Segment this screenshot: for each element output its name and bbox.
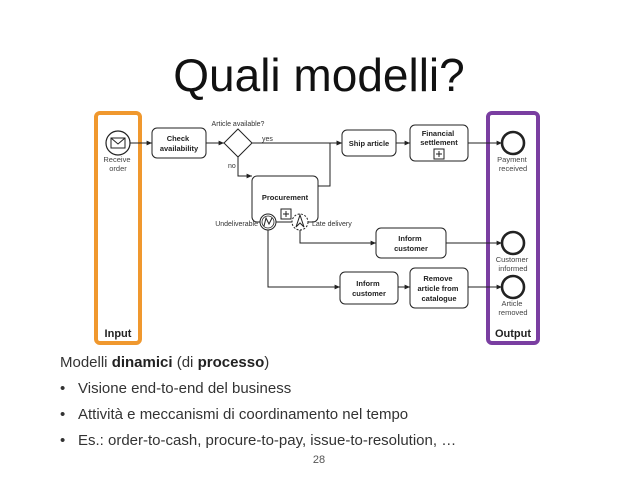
svg-text:Check availability: Check availability <box>160 134 199 153</box>
gateway-yes-label: yes <box>262 136 273 143</box>
bullet-item: •Attività e meccanismi di coordinamento … <box>60 404 620 430</box>
svg-text:Inform customer: Inform customer <box>352 279 386 298</box>
gateway-no-label: no <box>228 163 236 170</box>
svg-text:Financial settlement: Financial settlement <box>420 129 458 147</box>
svg-text:Inform customer: Inform customer <box>394 234 428 253</box>
svg-text:Receive order: Receive order <box>103 155 132 173</box>
bullet-dot: • <box>60 432 66 449</box>
receive-order-label-1: Receive <box>103 155 130 164</box>
late-delivery-boundary-event: Late delivery <box>291 213 352 231</box>
gateway-question: Article available? <box>212 121 265 128</box>
svg-text:Article removed: Article removed <box>498 299 527 317</box>
svg-text:Payment received: Payment received <box>497 155 529 173</box>
error-icon <box>263 216 273 227</box>
bullet-item: •Visione end-to-end del business <box>60 378 620 404</box>
task-inform-customer-lower: Inform customer <box>339 271 399 305</box>
output-pool-label: Output <box>495 328 531 340</box>
escalation-icon <box>295 213 305 228</box>
sequence-flows <box>130 140 502 290</box>
envelope-icon <box>110 137 126 149</box>
page-number: 28 <box>312 454 326 466</box>
svg-text:Remove article from: Remove article from catalogue <box>418 274 461 303</box>
flow-procurement-to-ship <box>318 140 342 187</box>
task-financial-settlement: Financial settlement <box>409 124 469 162</box>
bullet-dot: • <box>60 380 66 397</box>
task-inform-customer-upper: Inform customer <box>375 227 447 259</box>
input-pool-label: Input <box>105 328 132 340</box>
input-pool: Input <box>94 111 142 345</box>
late-delivery-label: Late delivery <box>312 221 352 228</box>
svg-text:Procurement: Procurement <box>262 193 309 202</box>
subprocess-marker-icon <box>280 208 292 220</box>
article-removed-event: Article removed <box>498 274 528 317</box>
slide-body: Modelli dinamici (di processo) •Visione … <box>60 352 620 456</box>
task-ship-article: Ship article <box>341 129 397 157</box>
customer-informed-event: Customer informed <box>496 230 531 273</box>
task-remove-article: Remove article from catalogue <box>409 267 469 309</box>
svg-text:Customer informed: Customer informed <box>496 255 531 273</box>
receive-order-label-2: order <box>109 164 127 173</box>
flow-late-to-inform <box>299 230 376 246</box>
subprocess-marker-icon <box>433 148 445 160</box>
task-check-availability: Check availability <box>151 127 207 159</box>
payment-received-event: Payment received <box>497 130 529 173</box>
undeliverable-boundary-event: Undeliverable <box>215 213 277 231</box>
body-heading: Modelli dinamici (di processo) <box>60 354 270 371</box>
svg-text:Ship article: Ship article <box>349 139 389 148</box>
task-procurement: Procurement <box>251 175 319 223</box>
receive-order-event: Receive order <box>103 130 132 173</box>
bullet-item: •Es.: order-to-cash, procure-to-pay, iss… <box>60 430 620 456</box>
gateway-article-available: Article available? yes no <box>212 121 274 170</box>
slide-title: Quali modelli? <box>173 49 465 101</box>
flow-undeliverable-to-inform <box>267 230 340 290</box>
undeliverable-label: Undeliverable <box>215 221 258 228</box>
flow-no-to-procurement <box>237 157 252 179</box>
bullet-dot: • <box>60 406 66 423</box>
